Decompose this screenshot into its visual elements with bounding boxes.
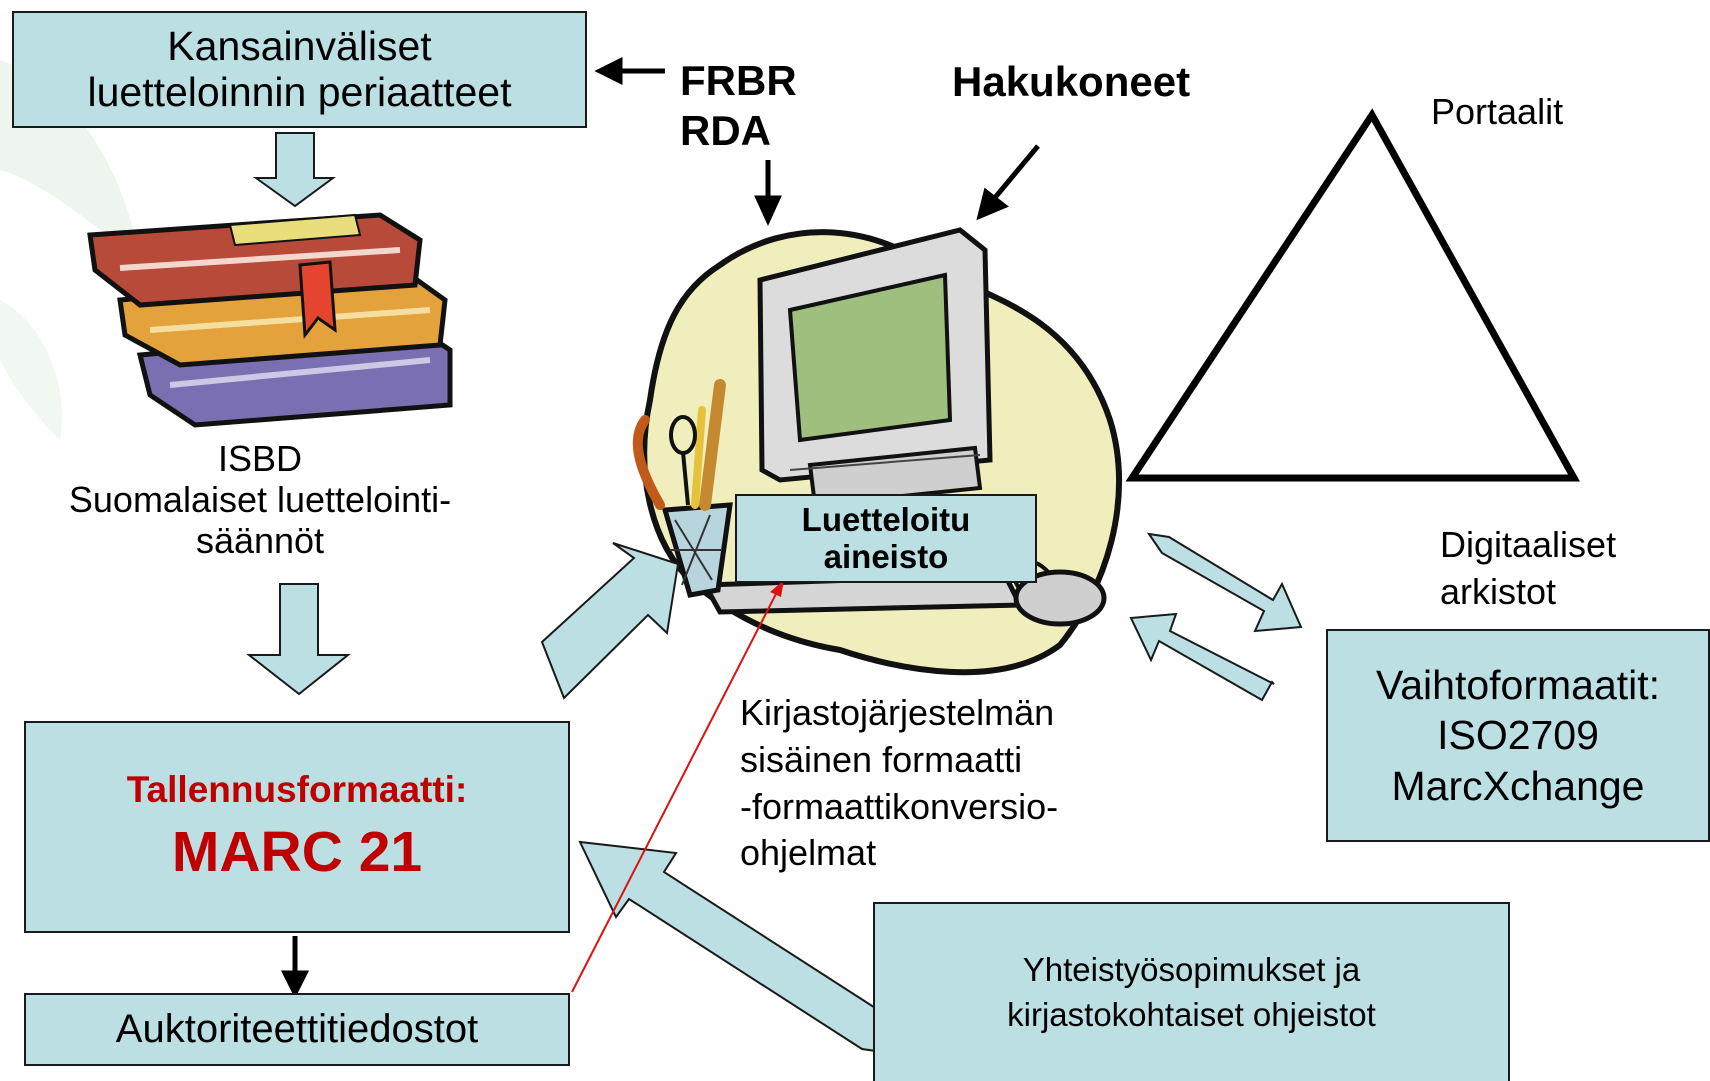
exchange-line-2: ISO2709 [1437, 712, 1599, 759]
agreements-line-1: Yhteistyösopimukset ja [1022, 950, 1361, 988]
portals-label: Portaalit [1431, 91, 1564, 132]
internal-format-line-2: sisäinen formaatti [740, 738, 1023, 780]
block-arrows [246, 132, 1303, 1053]
portal-triangle [1125, 108, 1580, 482]
exchange-formats-box: Vaihtoformaatit: ISO2709 MarcXchange [1326, 629, 1710, 842]
storage-format-box: Tallennusformaatti: MARC 21 [24, 721, 570, 933]
digital-archives-line-2: arkistot [1440, 570, 1557, 612]
agreements-line-2: kirjastokohtaiset ohjeistot [1007, 995, 1376, 1033]
books-stack-icon [87, 212, 453, 428]
rda-label: RDA [680, 107, 771, 155]
black-arrows [280, 56, 1040, 999]
rules-line-3: säännöt [195, 520, 325, 562]
principles-line-1: Kansainväliset [167, 23, 432, 70]
authority-files-box: Auktoriteettitiedostot [24, 993, 570, 1066]
internal-format-line-4: ohjelmat [740, 832, 877, 874]
cataloged-material-box: Luetteloitu aineisto [735, 494, 1037, 583]
exchange-line-3: MarcXchange [1391, 762, 1645, 809]
frbr-label: FRBR [680, 57, 797, 104]
digital-archives-label: Digitaaliset arkistot [1440, 522, 1616, 616]
internal-format-line-3: -formaattikonversio- [740, 785, 1059, 827]
cataloged-line-2: aineisto [823, 537, 949, 575]
computer-icon [632, 227, 1123, 676]
agreements-box: Yhteistyösopimukset ja kirjastokohtaiset… [873, 902, 1510, 1081]
search-engines-label: Hakukoneet [952, 58, 1191, 105]
internal-format-line-1: Kirjastojärjestelmän [740, 692, 1055, 733]
storage-format-title: Tallennusformaatti: [126, 769, 468, 810]
storage-format-value: MARC 21 [171, 820, 423, 884]
rules-line-1: ISBD [217, 438, 303, 479]
cataloged-line-1: Luetteloitu [801, 501, 971, 539]
principles-box: Kansainväliset luetteloinnin periaatteet [12, 11, 587, 128]
pencil-cup-icon [632, 379, 733, 598]
red-connector [571, 580, 784, 993]
rules-line-2: Suomalaiset luettelointi- [68, 479, 452, 521]
internal-format-label: Kirjastojärjestelmän sisäinen formaatti … [740, 690, 1058, 877]
exchange-line-1: Vaihtoformaatit: [1375, 662, 1661, 709]
authority-files-label: Auktoriteettitiedostot [115, 1007, 479, 1051]
principles-line-2: luetteloinnin periaatteet [87, 68, 512, 115]
frbr-rda-label: FRBR RDA [680, 56, 797, 157]
rules-label: ISBD Suomalaiset luettelointi- säännöt [20, 438, 500, 561]
digital-archives-line-1: Digitaaliset [1440, 524, 1617, 565]
